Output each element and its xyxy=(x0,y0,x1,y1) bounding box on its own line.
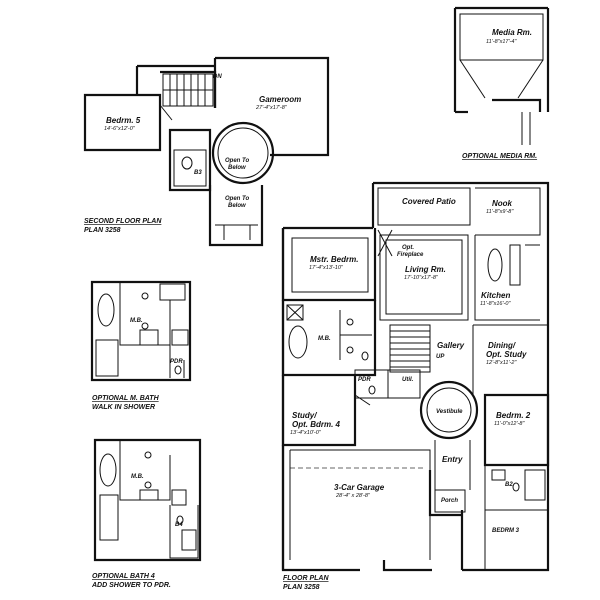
kitchen-dims: 11'-8"x16'-0" xyxy=(480,301,511,307)
second-floor-caption: SECOND FLOOR PLAN xyxy=(84,218,162,225)
open-below-1-line1: Open To xyxy=(225,158,249,164)
first-floor-plan-number: PLAN 3258 xyxy=(283,584,320,591)
mbath-mb-label: M.B. xyxy=(130,318,143,324)
optional-mbath-caption: OPTIONAL M. BATH xyxy=(92,395,160,402)
entry-label: Entry xyxy=(442,455,463,464)
bedroom5-dims: 14'-6"x12'-0" xyxy=(104,126,136,132)
powder-room-label: PDR xyxy=(358,377,371,383)
bedroom2-label: Bedrm. 2 xyxy=(496,411,531,420)
optional-bath4-plan: M.B. B4 OPTIONAL BATH 4 ADD SHOWER TO PD… xyxy=(91,438,202,589)
covered-patio-label: Covered Patio xyxy=(402,197,456,206)
master-bedroom-dims: 17'-4"x13'-10" xyxy=(309,265,344,271)
media-room-dims: 11'-8"x17'-4" xyxy=(486,39,517,45)
bedroom2-dims: 11'-0"x12'-8" xyxy=(494,421,525,427)
gameroom-label: Gameroom xyxy=(259,95,301,104)
optional-media-room-plan: Media Rm. 11'-8"x17'-4" OPTIONAL MEDIA R… xyxy=(453,6,550,160)
master-bedroom-label: Mstr. Bedrm. xyxy=(310,255,358,264)
garage-label: 3-Car Garage xyxy=(334,483,385,492)
master-bath-label: M.B. xyxy=(318,336,331,342)
open-below-1-line2: Below xyxy=(228,165,246,171)
dining-label-line2: Opt. Study xyxy=(486,350,527,359)
bath3-label: B3 xyxy=(194,170,202,176)
living-room-label: Living Rm. xyxy=(405,265,446,274)
dining-label-line1: Dining/ xyxy=(488,341,516,350)
first-floor-plan: Covered Patio Nook 11'-8"x9'-8" Mstr. Be… xyxy=(281,181,550,591)
study-dims: 13'-4"x10'-0" xyxy=(290,430,322,436)
gallery-label: Gallery xyxy=(437,341,465,350)
optional-master-bath-plan: M.B. PDR OPTIONAL M. BATH WALK IN SHOWER xyxy=(90,280,192,411)
nook-label: Nook xyxy=(492,199,513,208)
optional-bath4-caption: OPTIONAL BATH 4 xyxy=(92,573,155,580)
fireplace-line2: Fireplace xyxy=(397,252,424,258)
garage-dims: 28'-4" x 28'-8" xyxy=(335,493,371,499)
study-label-line2: Opt. Bdrm. 4 xyxy=(292,420,341,429)
fireplace-line1: Opt. xyxy=(402,245,414,251)
bath4-b4-label: B4 xyxy=(175,522,183,528)
utility-label: Util. xyxy=(402,377,414,383)
stair-up-label: UP xyxy=(436,354,445,360)
nook-dims: 11'-8"x9'-8" xyxy=(486,209,514,215)
optional-bath4-subcaption: ADD SHOWER TO PDR. xyxy=(91,582,171,589)
media-room-label: Media Rm. xyxy=(492,28,532,37)
kitchen-label: Kitchen xyxy=(481,291,510,300)
optional-media-caption: OPTIONAL MEDIA RM. xyxy=(462,153,537,160)
gameroom-dims: 27'-4"x17'-8" xyxy=(255,105,288,111)
bath2-label: B2 xyxy=(505,482,513,488)
dining-dims: 12'-8"x11'-2" xyxy=(486,360,517,366)
bedroom3-label: BEDRM 3 xyxy=(492,528,520,534)
study-label-line1: Study/ xyxy=(292,411,317,420)
open-below-2-line1: Open To xyxy=(225,196,249,202)
second-floor-plan: DN Bedrm. 5 14'-6"x12'-0" Gameroom 27'-4… xyxy=(83,56,330,247)
bath4-mb-label: M.B. xyxy=(131,474,144,480)
mbath-pdr-label: PDR xyxy=(170,359,183,365)
second-floor-plan-number: PLAN 3258 xyxy=(84,227,121,234)
porch-label: Porch xyxy=(441,498,458,504)
vestibule-label: Vestibule xyxy=(436,409,463,415)
optional-mbath-subcaption: WALK IN SHOWER xyxy=(92,404,155,411)
living-room-dims: 17'-10"x17'-8" xyxy=(404,275,439,281)
bedroom5-label: Bedrm. 5 xyxy=(106,116,141,125)
stair-down-label: DN xyxy=(213,74,222,80)
first-floor-caption: FLOOR PLAN xyxy=(283,575,329,582)
open-below-2-line2: Below xyxy=(228,203,246,209)
